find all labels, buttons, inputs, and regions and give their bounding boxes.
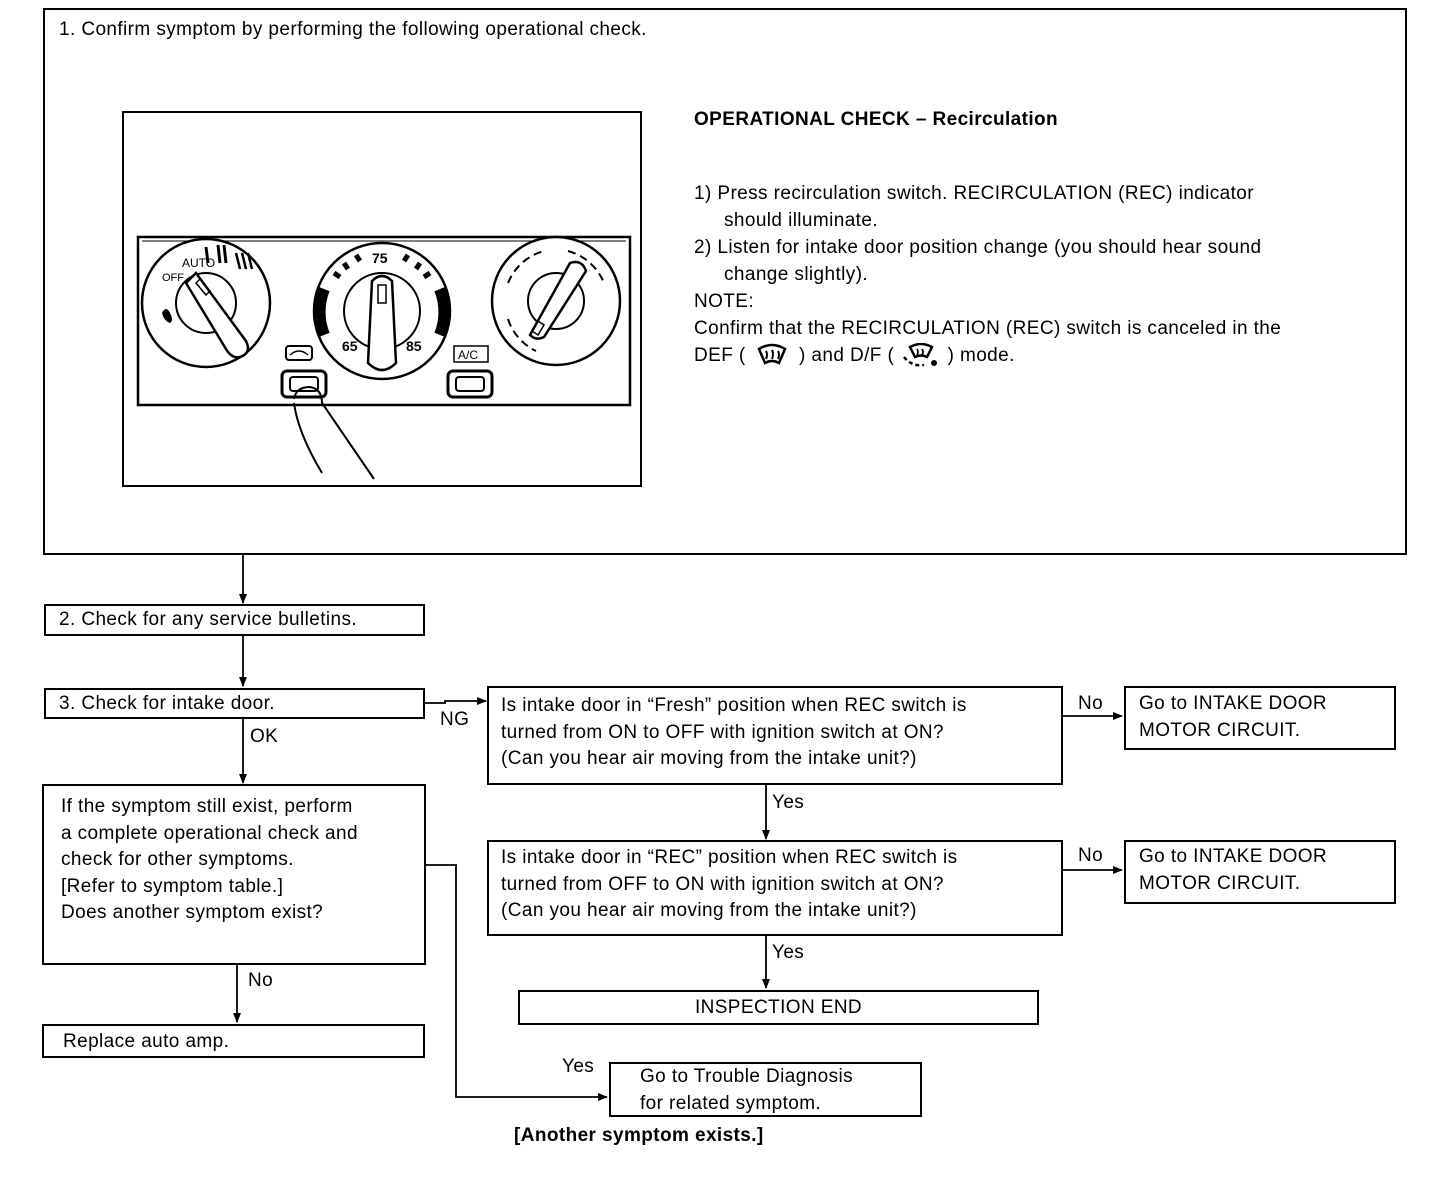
replace-auto-amp-text: Replace auto amp. — [63, 1031, 230, 1052]
step3-box: 3. Check for intake door. — [44, 688, 425, 719]
temperature-knob-icon[interactable] — [312, 241, 452, 381]
goto-motor-box-1: Go to INTAKE DOOR MOTOR CIRCUIT. — [1124, 686, 1396, 750]
fresh-question-box: Is intake door in “Fresh” position when … — [487, 686, 1063, 785]
symptom-check-box: If the symptom still exist, perform a co… — [42, 784, 426, 965]
yes-label-2: Yes — [772, 942, 805, 963]
trouble-diagnosis-text: Go to Trouble Diagnosis for related symp… — [640, 1066, 854, 1114]
inspection-end-text: INSPECTION END — [694, 997, 863, 1018]
note-def-prefix: DEF ( — [694, 345, 746, 366]
step3-label: 3. Check for intake door. — [59, 693, 275, 714]
fresh-question-text: Is intake door in “Fresh” position when … — [501, 695, 967, 769]
symptom-check-text: If the symptom still exist, perform a co… — [61, 796, 358, 923]
control-panel-illustration: AUTO OFF 75 65 85 — [122, 111, 642, 487]
goto-motor-text-1: Go to INTAKE DOOR MOTOR CIRCUIT. — [1139, 693, 1328, 741]
note-mid: ) and D/F ( — [798, 345, 895, 366]
step1-box: 1. Confirm symptom by performing the fol… — [43, 8, 1407, 555]
step2-label: 2. Check for any service bulletins. — [59, 609, 358, 630]
trouble-diagnosis-box: Go to Trouble Diagnosis for related symp… — [609, 1062, 922, 1117]
inspection-end-box: INSPECTION END — [518, 990, 1039, 1025]
goto-motor-text-2: Go to INTAKE DOOR MOTOR CIRCUIT. — [1139, 846, 1328, 894]
ac-label: A/C — [458, 348, 478, 362]
no-label-1: No — [1078, 693, 1104, 714]
ok-label: OK — [250, 726, 279, 747]
rec-question-text: Is intake door in “REC” position when RE… — [501, 847, 958, 921]
fan-off-label: OFF — [162, 272, 184, 284]
temp-65-label: 65 — [342, 338, 358, 354]
no-label-3: No — [248, 970, 274, 991]
op-check-item1-line1: 1) Press recirculation switch. RECIRCULA… — [694, 183, 1254, 204]
ng-label: NG — [440, 709, 470, 730]
goto-motor-box-2: Go to INTAKE DOOR MOTOR CIRCUIT. — [1124, 840, 1396, 904]
yes-label-3: Yes — [562, 1056, 595, 1077]
fan-auto-label: AUTO — [182, 256, 215, 270]
temp-85-label: 85 — [406, 338, 422, 354]
step1-title: 1. Confirm symptom by performing the fol… — [59, 19, 647, 40]
yes-label-1: Yes — [772, 792, 805, 813]
op-check-item1-line2: should illuminate. — [724, 210, 879, 231]
op-check-heading: OPERATIONAL CHECK – Recirculation — [694, 109, 1059, 130]
def-mode-icon — [757, 343, 787, 365]
op-check-item2-line1: 2) Listen for intake door position chang… — [694, 237, 1262, 258]
another-symptom-label: [Another symptom exists.] — [514, 1125, 764, 1146]
finger-icon — [293, 385, 375, 480]
op-check-item2-line2: change slightly). — [724, 264, 869, 285]
step2-box: 2. Check for any service bulletins. — [44, 604, 425, 636]
mode-knob-icon[interactable] — [490, 235, 622, 367]
fan-knob-icon[interactable] — [140, 237, 272, 369]
op-check-note-line1: Confirm that the RECIRCULATION (REC) swi… — [694, 318, 1282, 339]
replace-auto-amp-box: Replace auto amp. — [42, 1024, 425, 1058]
note-suffix: ) mode. — [947, 345, 1015, 366]
recirc-indicator-icon — [285, 345, 313, 361]
rec-question-box: Is intake door in “REC” position when RE… — [487, 840, 1063, 936]
no-label-2: No — [1078, 845, 1104, 866]
op-check-note-label: NOTE: — [694, 291, 755, 312]
ac-button[interactable] — [446, 369, 494, 399]
temp-75-label: 75 — [372, 250, 388, 266]
op-check-note-line2: DEF ( ) and D/F ( ) mode. — [694, 342, 1015, 369]
df-mode-icon — [902, 342, 937, 367]
